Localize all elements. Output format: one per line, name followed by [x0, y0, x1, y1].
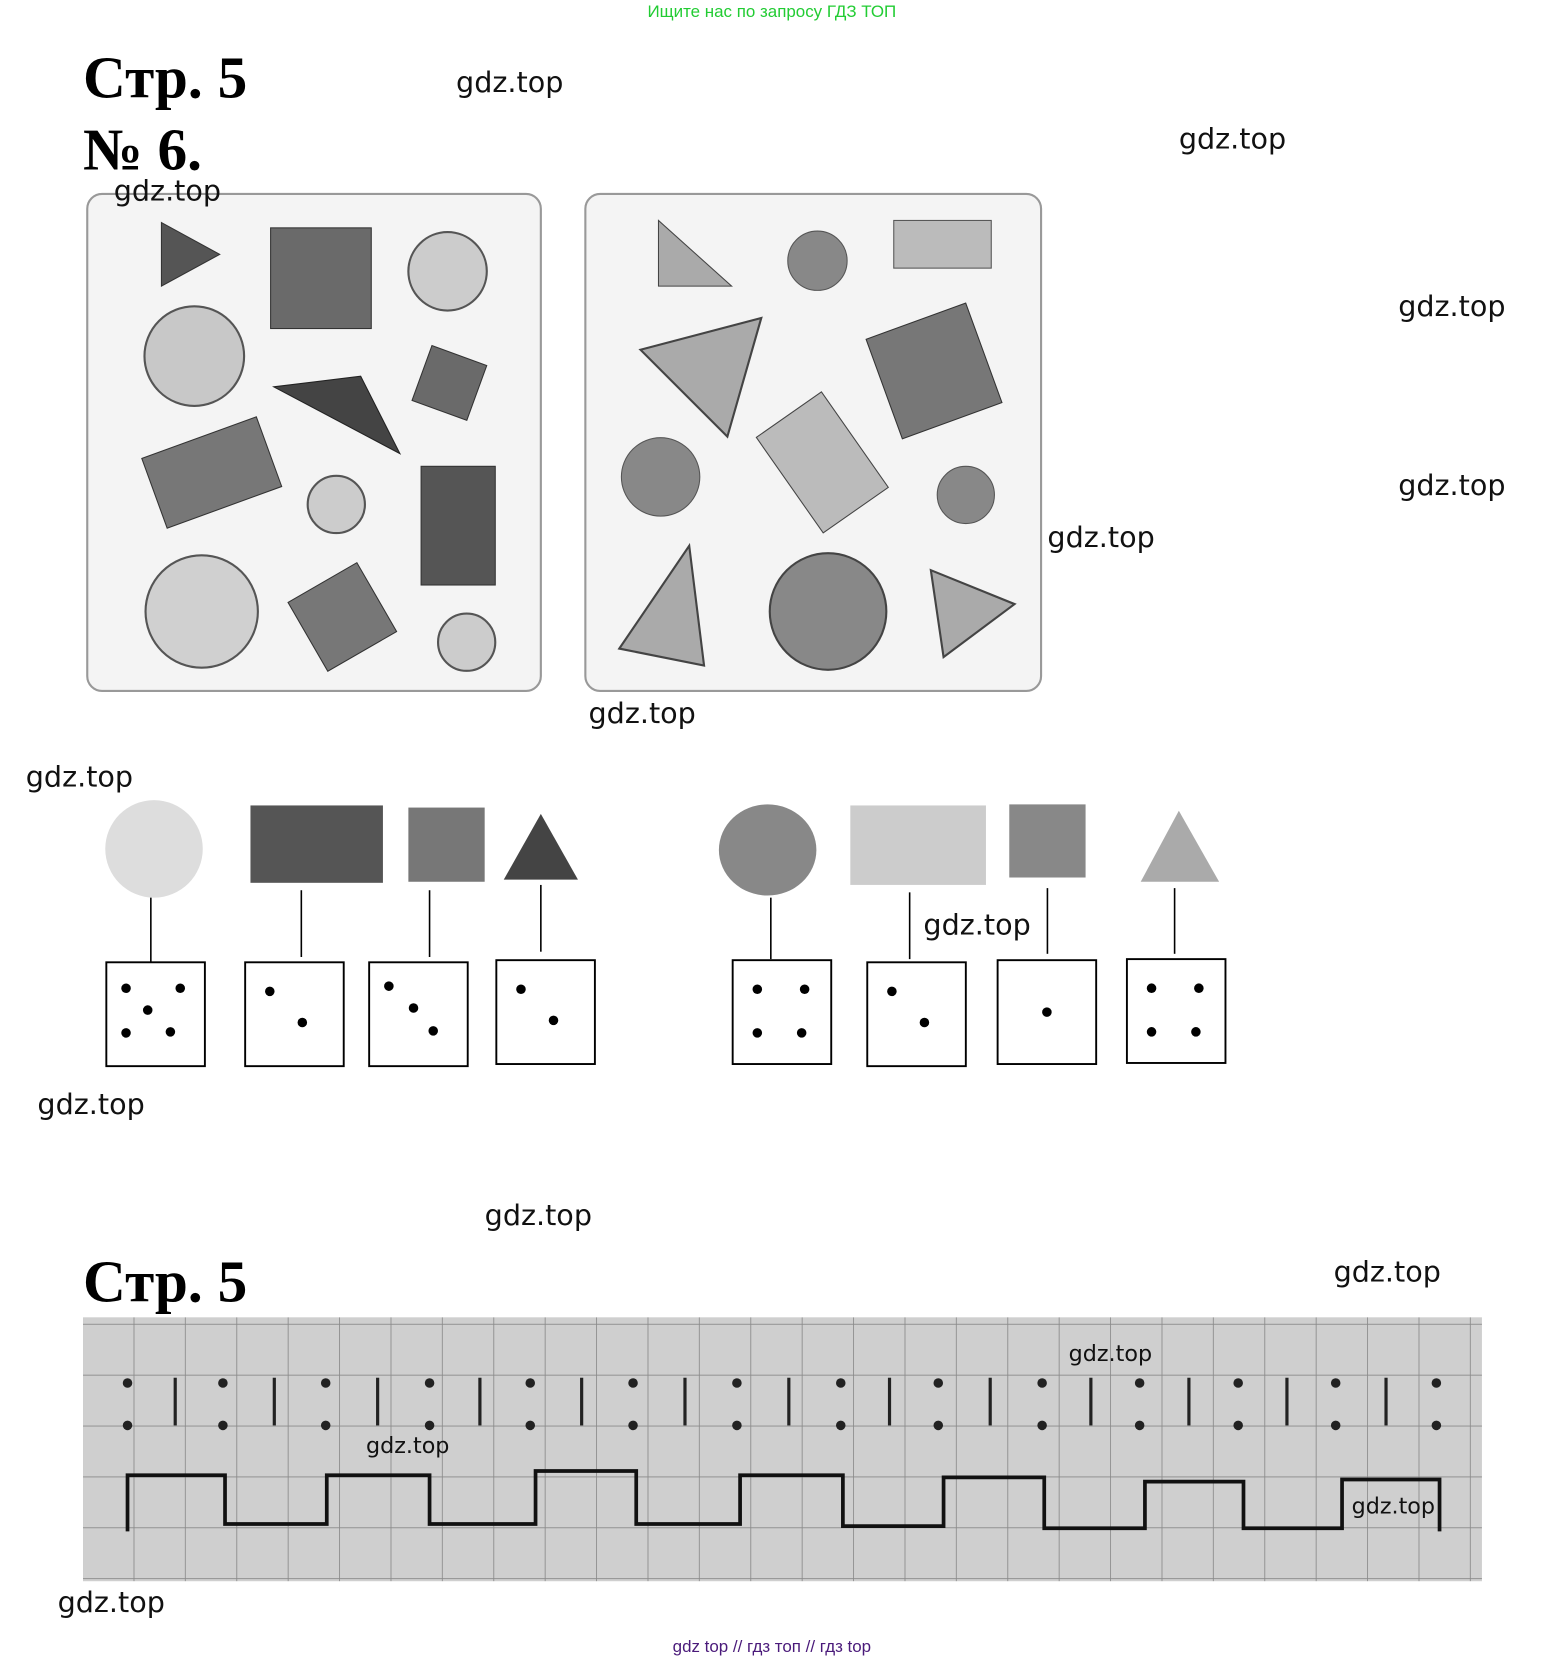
dot	[1194, 983, 1204, 993]
pencil-dot	[525, 1378, 536, 1388]
dot	[1191, 1027, 1201, 1037]
dot	[297, 1017, 308, 1028]
watermark: gdz.top	[1398, 289, 1505, 323]
connector-lines	[150, 884, 1176, 963]
dot	[121, 983, 131, 994]
pencil-dot	[1037, 1378, 1047, 1388]
watermark: gdz.top	[58, 1585, 165, 1619]
dot	[752, 984, 763, 995]
pencil-dot	[122, 1420, 133, 1431]
dot	[175, 983, 186, 994]
search-banner[interactable]: Ищите нас по запросу ГДЗ ТОП	[648, 2, 897, 21]
watermark: gdz.top	[1334, 1254, 1441, 1288]
pencil-dot	[933, 1378, 944, 1388]
dice-box	[866, 961, 967, 1068]
watermark: gdz.top	[114, 173, 221, 207]
pencil-dot	[835, 1378, 846, 1388]
dot	[1146, 1027, 1157, 1037]
dot	[1146, 983, 1157, 993]
dot	[919, 1017, 930, 1028]
watermark: gdz.top	[366, 1433, 449, 1459]
shapes-panel-right	[584, 192, 1043, 693]
pencil-dot	[320, 1378, 331, 1388]
watermark: gdz.top	[1047, 520, 1154, 554]
dice-box	[495, 959, 596, 1065]
watermark: gdz.top	[1352, 1493, 1435, 1519]
watermark: gdz.top	[37, 1087, 144, 1121]
dice-boxes	[105, 958, 1227, 1068]
pencil-dot	[320, 1420, 331, 1431]
dot	[428, 1026, 438, 1036]
dot	[799, 984, 810, 995]
pencil-dot	[628, 1420, 638, 1431]
watermark: gdz.top	[1398, 468, 1505, 502]
dot	[548, 1015, 559, 1026]
pencil-dot	[835, 1420, 846, 1431]
grid-paper-photo	[83, 1317, 1482, 1582]
pencil-dot	[1134, 1420, 1145, 1431]
page-heading-2: Стр. 5	[83, 1248, 247, 1314]
dot	[752, 1028, 763, 1038]
dot	[887, 986, 897, 997]
pencil-dot	[424, 1378, 435, 1388]
dice-box	[244, 961, 345, 1068]
watermark: gdz.top	[1179, 121, 1286, 155]
answer-shapes	[105, 800, 1220, 898]
pencil-dot	[1431, 1378, 1442, 1388]
watermark: gdz.top	[1069, 1341, 1152, 1367]
dice-box	[1125, 958, 1227, 1064]
pencil-dot	[1233, 1420, 1243, 1431]
pencil-dot	[732, 1420, 742, 1431]
pencil-dot	[628, 1378, 638, 1388]
dice-box	[368, 961, 469, 1068]
square-wave-line	[125, 1469, 1442, 1532]
pencil-dot	[1134, 1378, 1145, 1388]
dot	[265, 986, 275, 997]
dice-box	[731, 959, 833, 1065]
dot	[408, 1003, 419, 1013]
dot	[142, 1005, 153, 1015]
pencil-dot	[122, 1378, 133, 1388]
dice-box	[996, 959, 1098, 1065]
pencil-dot	[732, 1378, 742, 1388]
pencil-dot	[933, 1420, 944, 1431]
pencil-dot	[218, 1378, 228, 1388]
dot	[796, 1028, 807, 1038]
task-number: № 6.	[83, 117, 202, 183]
dice-box	[105, 961, 206, 1068]
pencil-dot	[1431, 1420, 1442, 1431]
watermark: gdz.top	[923, 908, 1030, 942]
pencil-dot	[218, 1420, 228, 1431]
pencil-dot	[424, 1420, 435, 1431]
shapes-panel-left	[86, 192, 542, 693]
pencil-dot	[1330, 1420, 1341, 1431]
pencil-dot	[1330, 1378, 1341, 1388]
watermarks: gdz.top gdz.top gdz.top gdz.top gdz.top …	[26, 65, 1506, 1619]
page-heading: Стр. 5	[83, 45, 247, 111]
dot	[516, 984, 526, 995]
watermark: gdz.top	[485, 1198, 592, 1232]
dot	[121, 1028, 131, 1038]
pencil-dot	[1037, 1420, 1047, 1431]
pencil-dot	[525, 1420, 536, 1431]
watermark: gdz.top	[26, 759, 133, 793]
dot	[165, 1027, 176, 1037]
footer-links[interactable]: gdz top // гдз топ // гдз top	[673, 1637, 871, 1656]
watermark: gdz.top	[589, 696, 696, 730]
dot	[1042, 1007, 1052, 1017]
dot	[384, 981, 394, 991]
watermark: gdz.top	[456, 65, 563, 99]
pencil-dot	[1233, 1378, 1243, 1388]
